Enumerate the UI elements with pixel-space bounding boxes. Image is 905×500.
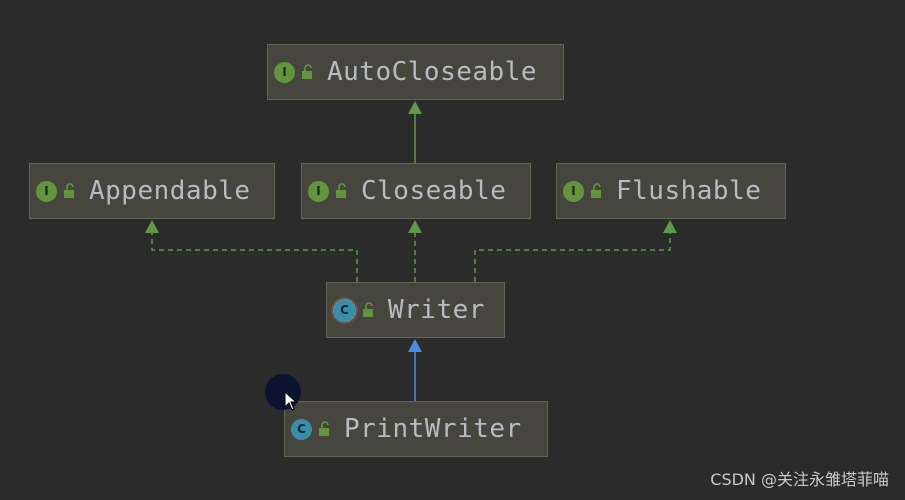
node-autocloseable[interactable]: I AutoCloseable	[267, 44, 564, 100]
node-label: Flushable	[616, 176, 762, 206]
edge-writer-to-flushable	[474, 233, 671, 282]
arrowhead-closeable	[408, 220, 422, 233]
cursor-highlight	[265, 374, 301, 410]
node-flushable[interactable]: I Flushable	[556, 163, 786, 219]
edge-writer-to-appendable	[151, 233, 358, 282]
node-closeable[interactable]: I Closeable	[301, 163, 531, 219]
unlocked-icon	[363, 302, 373, 317]
arrowhead-flushable	[663, 220, 677, 233]
interface-icon: I	[308, 180, 329, 202]
interface-icon: I	[36, 180, 57, 202]
arrowhead-appendable	[145, 220, 159, 233]
node-appendable[interactable]: I Appendable	[29, 163, 275, 219]
node-label: Appendable	[89, 176, 251, 206]
node-label: Closeable	[361, 176, 507, 206]
node-printwriter[interactable]: C PrintWriter	[284, 401, 548, 457]
node-writer[interactable]: C Writer	[326, 282, 505, 338]
arrowhead-autocloseable	[408, 101, 422, 114]
interface-icon: I	[274, 61, 295, 83]
watermark: CSDN @关注永雏塔菲喵	[710, 470, 889, 489]
node-label: AutoCloseable	[327, 57, 537, 87]
mouse-cursor-icon	[284, 391, 298, 411]
unlocked-icon	[336, 183, 346, 198]
arrowhead-writer	[408, 339, 422, 352]
node-label: PrintWriter	[344, 414, 522, 444]
unlocked-icon	[319, 421, 329, 436]
unlocked-icon	[302, 64, 312, 79]
interface-icon: I	[563, 180, 584, 202]
unlocked-icon	[64, 183, 74, 198]
class-icon: C	[291, 418, 312, 440]
abstract-class-icon: C	[333, 298, 356, 322]
unlocked-icon	[591, 183, 601, 198]
node-label: Writer	[388, 295, 485, 325]
